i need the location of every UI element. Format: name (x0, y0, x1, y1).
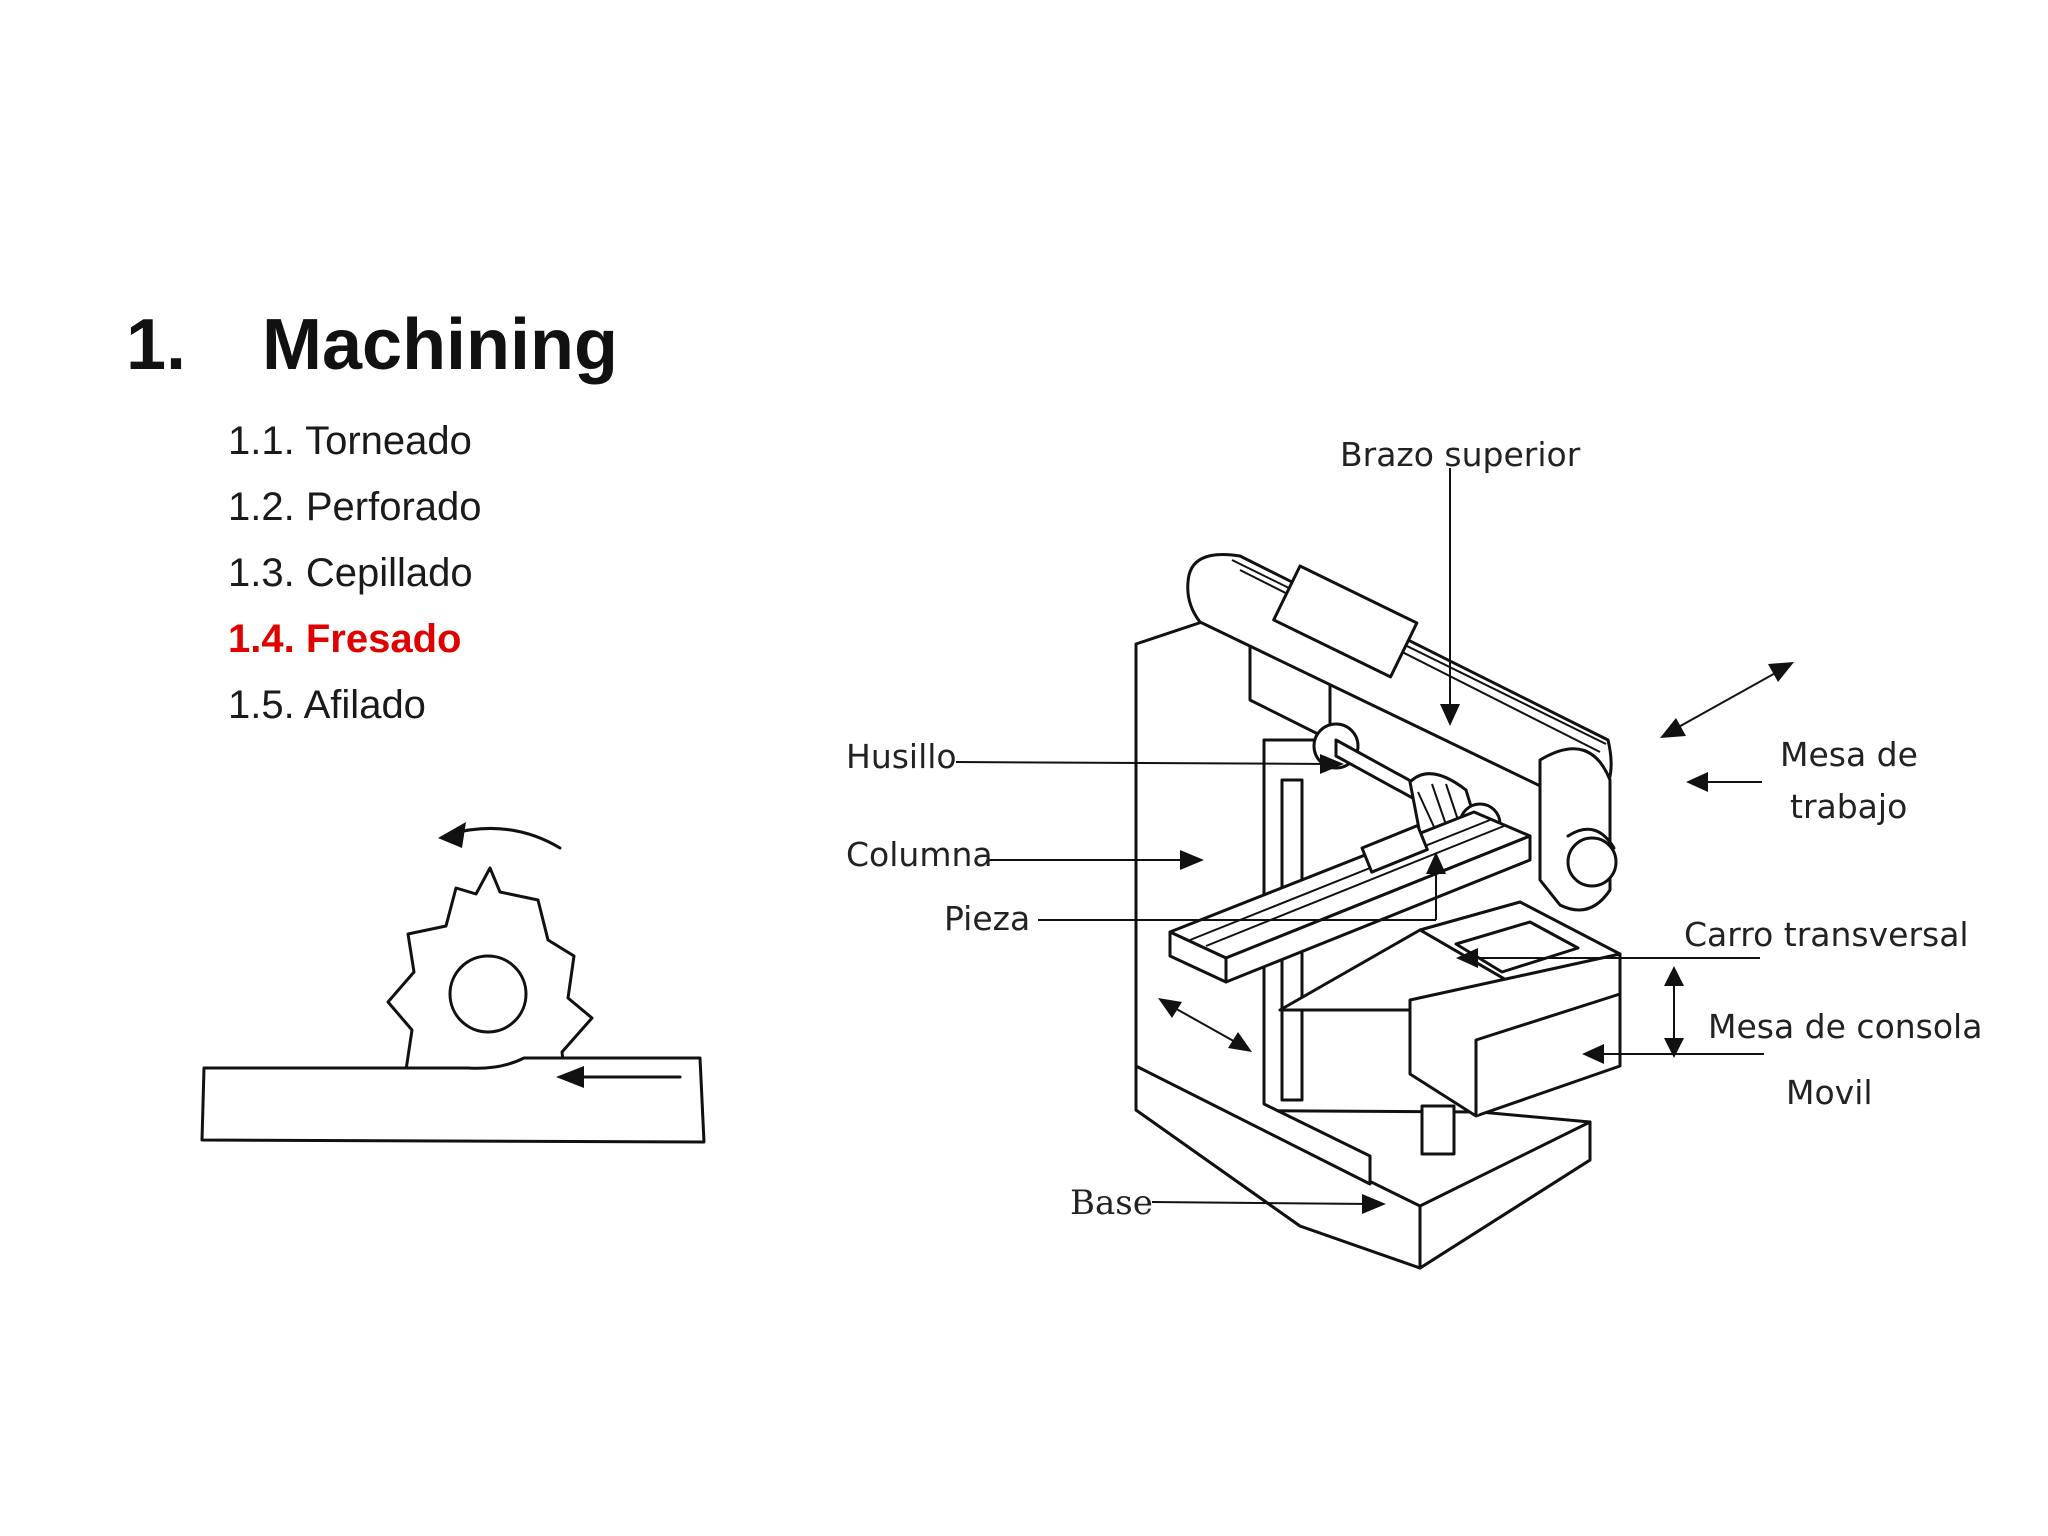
topic-outline: 1.1. Torneado 1.2. Perforado 1.3. Cepill… (228, 408, 482, 738)
label-brazo-superior: Brazo superior (1340, 435, 1581, 474)
outline-item-torneado: 1.1. Torneado (228, 419, 472, 463)
knee (1278, 928, 1622, 1156)
label-mesa-de-consola: Mesa de consola (1708, 1007, 1982, 1046)
work-table (1168, 810, 1532, 984)
outline-item-afilado: 1.5. Afilado (228, 683, 426, 727)
outline-item-cepillado: 1.3. Cepillado (228, 551, 473, 595)
label-leaders (955, 468, 1794, 1214)
label-husillo: Husillo (846, 737, 957, 776)
label-columna: Columna (846, 835, 993, 874)
label-mesa-de-trabajo-line1: Mesa de (1780, 735, 1918, 774)
outline-item-fresado: 1.4. Fresado (228, 617, 462, 661)
label-base: Base (1070, 1183, 1153, 1223)
slide-title-text: Machining (262, 305, 618, 385)
rotation-arrow (438, 822, 562, 850)
label-mesa-de-trabajo-line2: trabajo (1790, 787, 1907, 826)
outline-item-perforado: 1.2. Perforado (228, 485, 482, 529)
workpiece (200, 1056, 706, 1144)
machine-base (1134, 1064, 1592, 1270)
label-movil: Movil (1786, 1073, 1873, 1112)
label-carro-transversal: Carro transversal (1684, 915, 1969, 954)
slide-title-number: 1. (126, 305, 187, 385)
label-pieza: Pieza (944, 899, 1030, 938)
arbor-support (1538, 747, 1618, 912)
slide-title: 1. Machining (126, 300, 618, 390)
